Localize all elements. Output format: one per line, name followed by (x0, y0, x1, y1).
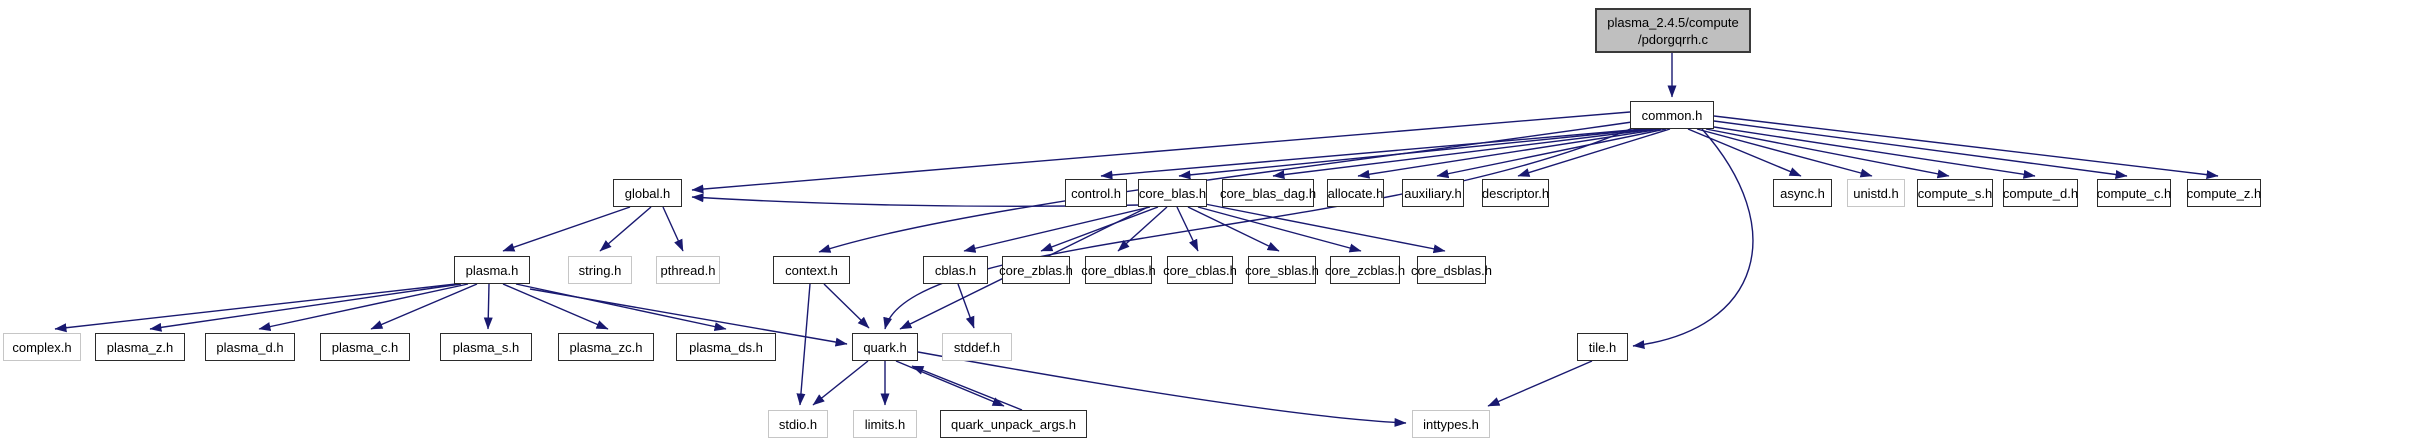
node-string-h: string.h (568, 256, 632, 284)
edge-cblas-stddef (957, 283, 975, 329)
node-plasma-ds-h[interactable]: plasma_ds.h (676, 333, 776, 361)
root-label-line2: /pdorgqrrh.c (1637, 31, 1709, 47)
edge-common-control (1100, 128, 1644, 180)
node-pthread-h: pthread.h (656, 256, 720, 284)
edge-plasma-plasmad (258, 283, 469, 331)
edge-coreblas-coredblas (1117, 206, 1168, 252)
edge-plasma-plasmaz (149, 283, 462, 332)
edge-plasma-complex (54, 283, 457, 333)
edge-common-computez (1713, 115, 2219, 180)
edge-quark-stdio (812, 360, 869, 406)
node-control-h[interactable]: control.h (1065, 179, 1127, 207)
node-async-h[interactable]: async.h (1773, 179, 1832, 207)
node-stddef-h: stddef.h (942, 333, 1012, 361)
node-quark-unpack-args-h[interactable]: quark_unpack_args.h (940, 410, 1087, 438)
edge-coreblas-coresblas (1187, 206, 1280, 252)
node-plasma-c-h[interactable]: plasma_c.h (320, 333, 410, 361)
node-allocate-h[interactable]: allocate.h (1327, 179, 1384, 207)
node-descriptor-h[interactable]: descriptor.h (1482, 179, 1549, 207)
node-pdorgqrrh-c: plasma_2.4.5/compute /pdorgqrrh.c (1595, 8, 1751, 53)
node-core-blas-h[interactable]: core_blas.h (1138, 179, 1207, 207)
edge-coreblas-cblas (963, 206, 1151, 253)
edge-common-computec (1713, 120, 2128, 179)
edge-common-computed (1713, 126, 2036, 179)
edge-coreblas-coredsblas (1204, 203, 1446, 254)
edge-common-unistd (1696, 128, 1873, 178)
node-cblas-h[interactable]: cblas.h (923, 256, 988, 284)
node-plasma-h[interactable]: plasma.h (454, 256, 530, 284)
edge-common-async (1687, 128, 1802, 177)
edge-common-auxiliary (1436, 128, 1667, 179)
node-inttypes-h: inttypes.h (1412, 410, 1490, 438)
node-plasma-d-h[interactable]: plasma_d.h (205, 333, 295, 361)
edge-plasma-plasmac (370, 283, 478, 330)
edge-coreblas-corecblas (1176, 206, 1199, 252)
node-tile-h[interactable]: tile.h (1577, 333, 1628, 361)
edge-plasma-plasmads (515, 283, 727, 331)
edge-global-string (599, 206, 652, 252)
root-label-line1: plasma_2.4.5/compute (1607, 14, 1739, 30)
edge-coreblas-global (691, 193, 1141, 207)
edge-context-stdio (796, 283, 811, 406)
node-complex-h: complex.h (3, 333, 81, 361)
edge-plasma-plasmazc (502, 283, 609, 330)
node-auxiliary-h[interactable]: auxiliary.h (1402, 179, 1464, 207)
node-compute-s-h[interactable]: compute_s.h (1917, 179, 1993, 207)
edge-plasma-quark (529, 288, 848, 347)
edge-coreblas-corezcblas (1197, 206, 1362, 253)
node-core-dblas-h[interactable]: core_dblas.h (1081, 256, 1156, 284)
edge-common-descriptor (1517, 128, 1671, 177)
node-context-h[interactable]: context.h (773, 256, 850, 284)
edge-common-quark (883, 126, 1636, 330)
node-plasma-zc-h[interactable]: plasma_zc.h (558, 333, 654, 361)
edge-plasma-plasmas (483, 283, 493, 330)
node-core-sblas-h[interactable]: core_sblas.h (1245, 256, 1319, 284)
node-core-zblas-h[interactable]: core_zblas.h (999, 256, 1073, 284)
edge-unpack-quark (911, 365, 1023, 411)
edge-tile-inttypes (1487, 360, 1593, 407)
edge-common-coreblasdag (1272, 128, 1657, 180)
node-limits-h: limits.h (853, 410, 917, 438)
node-quark-h[interactable]: quark.h (852, 333, 918, 361)
node-core-blas-dag-h[interactable]: core_blas_dag.h (1220, 179, 1316, 207)
edge-context-quark (823, 283, 870, 329)
edge-common-tile (1632, 128, 1754, 350)
node-unistd-h: unistd.h (1847, 179, 1905, 207)
edge-common-computes (1705, 128, 1950, 179)
edge-common-global (691, 111, 1631, 194)
node-compute-z-h[interactable]: compute_z.h (2187, 179, 2261, 207)
node-global-h[interactable]: global.h (613, 179, 682, 207)
node-plasma-z-h[interactable]: plasma_z.h (95, 333, 185, 361)
node-stdio-h: stdio.h (768, 410, 828, 438)
edge-quark-inttypes (917, 351, 1407, 427)
node-core-dsblas-h[interactable]: core_dsblas.h (1411, 256, 1492, 284)
node-compute-c-h[interactable]: compute_c.h (2097, 179, 2171, 207)
edge-quark-unpack (895, 360, 1005, 407)
edge-global-plasma (502, 206, 631, 252)
node-core-zcblas-h[interactable]: core_zcblas.h (1325, 256, 1405, 284)
edge-coreblas-corezblas (1040, 206, 1159, 252)
node-core-cblas-h[interactable]: core_cblas.h (1163, 256, 1237, 284)
node-compute-d-h[interactable]: compute_d.h (2003, 179, 2078, 207)
edge-global-pthread (662, 206, 684, 252)
node-plasma-s-h[interactable]: plasma_s.h (440, 333, 532, 361)
node-common-h[interactable]: common.h (1630, 101, 1714, 129)
